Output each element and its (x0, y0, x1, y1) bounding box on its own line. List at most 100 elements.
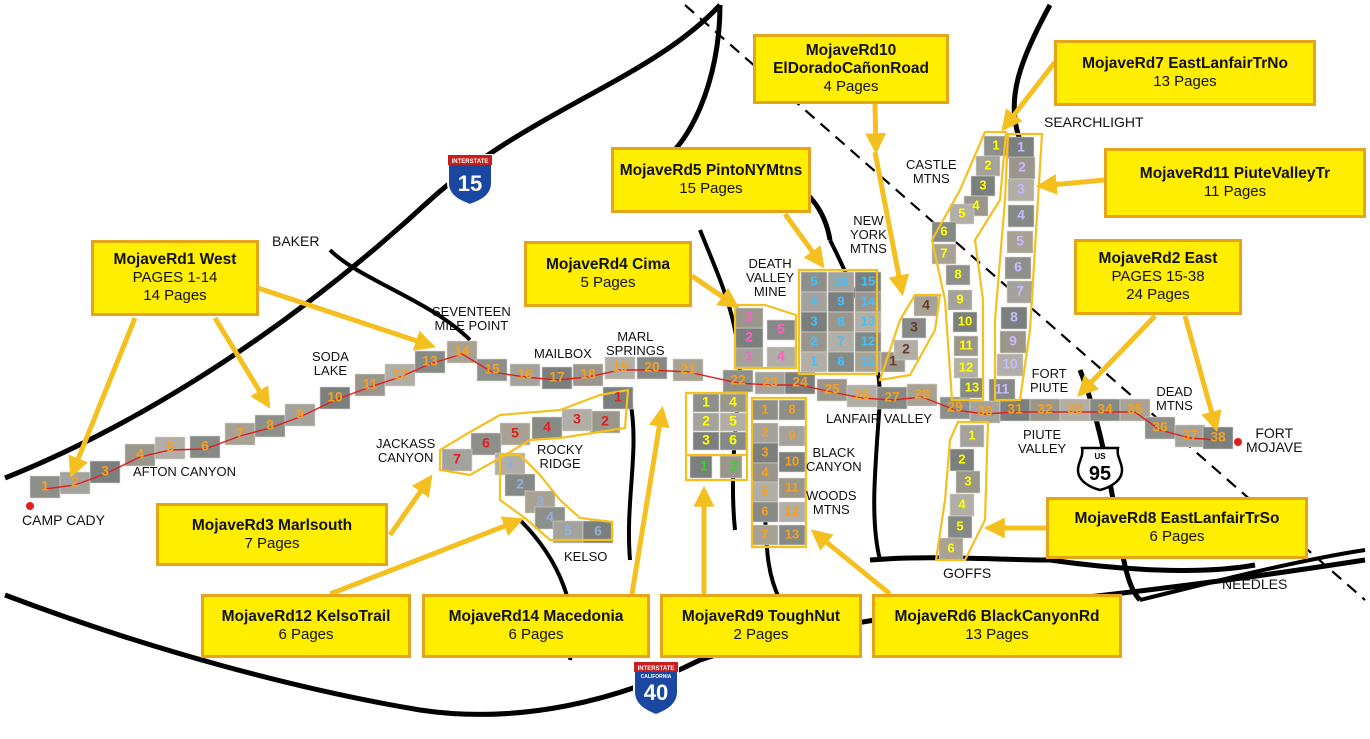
route-outline (684, 391, 749, 482)
interstate-40-east (1139, 548, 1366, 602)
page-number: 7 (940, 245, 947, 260)
page-number: 3 (1017, 181, 1025, 197)
i15-number: 15 (458, 171, 482, 196)
callout-title: MojaveRd8 EastLanfairTrSo (1074, 510, 1280, 527)
aerial-tile (931, 243, 957, 265)
aerial-tile (999, 330, 1027, 354)
place-goffs: GOFFS (943, 565, 992, 581)
aerial-tile (947, 289, 973, 311)
callout-mojaverd10: MojaveRd10 ElDoradoCañonRoad 4 Pages (753, 34, 949, 104)
callout-mojaverd12: MojaveRd12 KelsoTrail 6 Pages (201, 594, 411, 658)
page-number: 1 (1017, 139, 1025, 155)
callout-line: 15 Pages (679, 180, 743, 197)
callout-arrow (782, 212, 825, 269)
page-number: 9 (837, 293, 844, 308)
page-number: 2 (761, 424, 768, 439)
aerial-tile (470, 432, 502, 456)
page-number: 19 (612, 359, 628, 375)
kelso-road (626, 399, 636, 561)
route-outline (733, 303, 798, 370)
callout-line: 14 Pages (143, 287, 207, 304)
page-number: 6 (837, 353, 844, 368)
callout-arrow (629, 405, 670, 595)
page-number: 31 (1007, 401, 1023, 417)
aerial-tile (1004, 256, 1032, 280)
aerial-tile (692, 412, 720, 432)
page-number: 2 (984, 157, 991, 172)
callout-line: 6 Pages (508, 626, 564, 643)
page-number: 10 (834, 273, 848, 288)
page-number: 14 (861, 293, 876, 308)
aerial-tile (1000, 306, 1028, 330)
page-number: 29 (947, 399, 963, 415)
page-number: 23 (762, 374, 778, 390)
camp-cady-marker (26, 502, 34, 510)
callout-arrow (1182, 315, 1222, 433)
page-number: 7 (837, 333, 844, 348)
page-number: 5 (761, 483, 768, 498)
page-number: 2 (71, 474, 79, 490)
callout-mojaverd3: MojaveRd3 Marlsouth 7 Pages (156, 503, 388, 566)
page-number: 13 (965, 379, 979, 394)
page-number: 8 (837, 313, 844, 328)
aerial-tile (692, 431, 720, 451)
page-number: 1 (968, 427, 975, 442)
callout-title: MojaveRd1 West (113, 251, 237, 268)
page-number: 4 (777, 348, 785, 364)
page-number: 3 (702, 432, 710, 448)
page-number: 4 (546, 509, 554, 525)
callout-mojaverd6: MojaveRd6 BlackCanyonRd 13 Pages (872, 594, 1122, 658)
page-number: 4 (136, 446, 144, 462)
page-number: 1 (41, 478, 49, 494)
page-number: 8 (266, 417, 274, 433)
page-number: 4 (972, 197, 980, 212)
us95-number: 95 (1089, 463, 1111, 485)
aerial-tile (1007, 204, 1035, 228)
page-number: 6 (761, 503, 768, 518)
page-number: 21 (680, 361, 696, 377)
page-number: 37 (1182, 427, 1198, 443)
page-number: 1 (745, 348, 753, 364)
aerial-tile (384, 363, 416, 387)
aerial-tile (1119, 398, 1151, 422)
kelbaker-road (328, 248, 472, 342)
aerial-tile (504, 473, 536, 497)
page-number: 4 (958, 496, 966, 511)
callout-line: 11 Pages (1203, 183, 1267, 200)
page-number: 3 (536, 493, 544, 509)
aerial-tile (446, 340, 478, 364)
callout-line: 7 Pages (244, 534, 300, 552)
page-number: 1 (614, 389, 622, 405)
page-number: 10 (327, 389, 343, 405)
page-number: 13 (785, 526, 799, 541)
aerial-tile (827, 351, 855, 373)
aerial-tile (953, 335, 979, 357)
callout-title: MojaveRd4 Cima (545, 256, 671, 273)
aerial-tile (800, 351, 828, 373)
page-number: 32 (1037, 401, 1053, 417)
page-number: 2 (516, 476, 524, 492)
us95-banner: US (1094, 452, 1106, 461)
page-number: 2 (810, 333, 817, 348)
route-outline (930, 130, 1008, 402)
callout-line: 6 Pages (278, 626, 334, 643)
callout-arrow (1001, 60, 1057, 132)
aerial-tile (893, 339, 919, 361)
aerial-tile (441, 448, 473, 472)
callout-line: PAGES 1-14 (132, 269, 218, 286)
page-number: 12 (861, 333, 875, 348)
aerial-tile (636, 356, 668, 380)
page-number: 20 (644, 359, 660, 375)
page-number: 10 (1002, 356, 1018, 372)
page-number: 3 (979, 177, 986, 192)
interstate-40-shield: INTERSTATE CALIFORNIA 40 (633, 661, 679, 717)
page-number: 6 (201, 438, 209, 454)
page-number: 12 (392, 366, 408, 382)
page-number: 4 (729, 394, 737, 410)
callout-title: MojaveRd11 PiuteValleyTr (1139, 165, 1331, 182)
aerial-tile (996, 353, 1024, 377)
